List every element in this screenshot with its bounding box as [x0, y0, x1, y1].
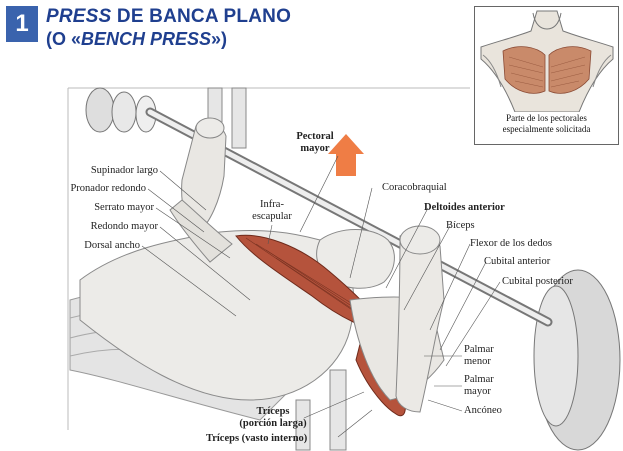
label-redondo-mayor: Redondo mayor [90, 221, 158, 232]
label-biceps: Bíceps [446, 220, 475, 231]
left-hand [195, 117, 225, 139]
inset-torso-illustration [480, 10, 614, 112]
label-cubital-posterior: Cubital posterior [502, 276, 573, 287]
label-triceps-line1: Tríceps [256, 406, 290, 417]
label-infraescapular: Infra- escapular [242, 199, 302, 223]
label-palmar-mayor: Palmar mayor [464, 374, 494, 398]
exercise-title-line2: (O «BENCH PRESS») [46, 29, 227, 50]
label-palmar-menor: Palmar menor [464, 344, 494, 368]
label-anconeo: Ancóneo [464, 405, 502, 416]
exercise-number-badge: 1 [6, 6, 38, 42]
label-palmar-mayor-line2: mayor [464, 386, 491, 397]
inset-caption: Parte de los pectorales especialmente so… [475, 113, 618, 135]
label-palmar-mayor-line1: Palmar [464, 374, 494, 385]
label-supinador-largo: Supinador largo [90, 165, 158, 176]
label-palmar-menor-line1: Palmar [464, 344, 494, 355]
inset-pectoral-figure: Parte de los pectorales especialmente so… [474, 6, 619, 145]
title-paren-close: ») [211, 29, 228, 49]
title-bench-press: BENCH PRESS [81, 29, 212, 49]
label-infraescapular-line1: Infra- [260, 199, 284, 210]
label-triceps-porcion-larga: Tríceps (porción larga) [238, 406, 308, 430]
inset-caption-line1: Parte de los pectorales [506, 113, 587, 123]
title-banca-plano: DE BANCA PLANO [111, 6, 292, 27]
title-paren-open: (O « [46, 29, 82, 49]
right-hand [399, 225, 441, 255]
label-triceps-vasto-interno: Tríceps (vasto interno) [206, 433, 308, 444]
right-forearm [395, 232, 445, 413]
upward-arrow-icon [328, 134, 364, 176]
label-flexor-dedos: Flexor de los dedos [470, 238, 552, 249]
label-pectoral-mayor-line1: Pectoral [296, 131, 334, 142]
label-pectoral-mayor-line2: mayor [300, 143, 330, 154]
label-coracobraquial: Coracobraquial [382, 182, 447, 193]
label-pectoral-mayor: Pectoral mayor [280, 131, 350, 155]
label-palmar-menor-line2: menor [464, 356, 491, 367]
label-pronador-redondo: Pronador redondo [70, 183, 146, 194]
label-serrato-mayor: Serrato mayor [94, 202, 154, 213]
label-triceps-line2: (porción larga) [239, 418, 307, 429]
label-dorsal-ancho: Dorsal ancho [84, 240, 140, 251]
inset-caption-line2: especialmente solicitada [502, 124, 591, 134]
label-deltoides-anterior: Deltoides anterior [424, 202, 505, 213]
barbell-plates-right [533, 269, 621, 451]
left-upper-arm [169, 199, 233, 263]
label-infraescapular-line2: escapular [252, 211, 292, 222]
title-press: PRESS [46, 6, 112, 27]
exercise-title-line1: PRESS DE BANCA PLANO [46, 6, 291, 28]
label-cubital-anterior: Cubital anterior [484, 256, 551, 267]
barbell-plates-left [85, 87, 157, 133]
label-leader-lines [141, 155, 501, 438]
